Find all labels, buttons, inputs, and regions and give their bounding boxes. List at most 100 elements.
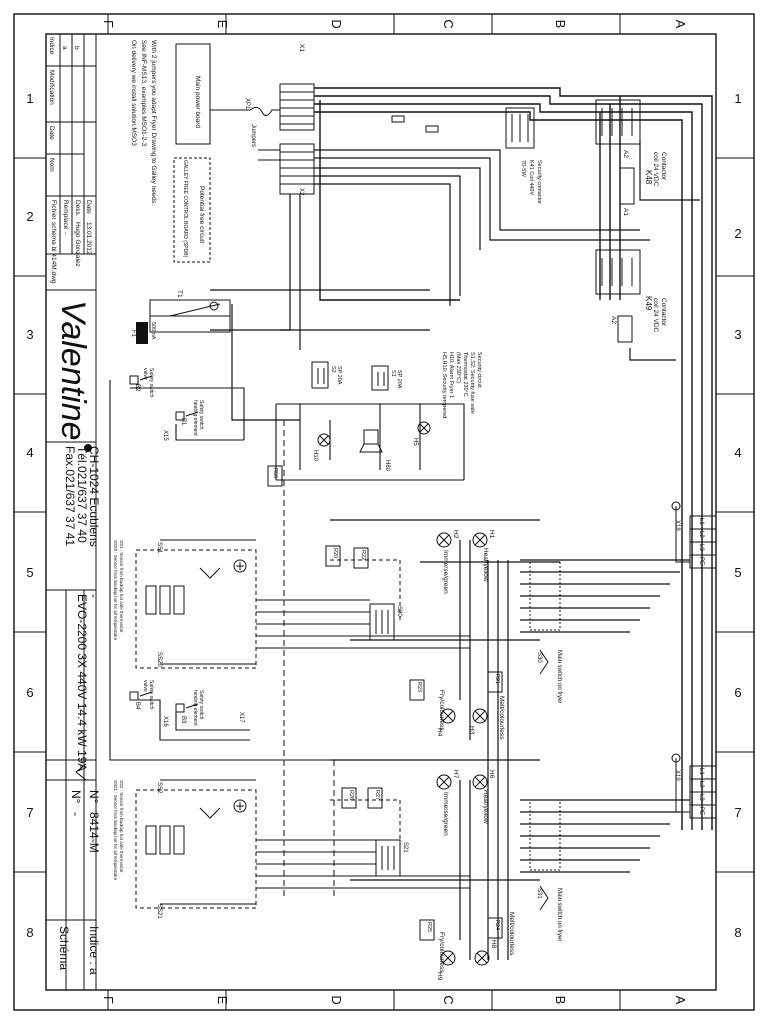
resistor-r25: [419, 919, 435, 941]
note-line-2: See INF-MS13, examples MSO1-2-3: [140, 40, 147, 147]
security-legend-2: S1,S2: Security fuse safe: [469, 352, 475, 414]
thermostat-s1: [371, 365, 389, 391]
safety-switch-1-line-1: Safety switch: [198, 400, 204, 430]
sensor-note-1-line-2: SS20 : Sensor from backup hot for all te…: [113, 540, 118, 641]
safety-switch-2-line-2: valve: [142, 368, 148, 380]
lamp-h7: [436, 774, 452, 790]
col-num-right-3: 3: [734, 327, 741, 342]
thermostat-s2: [311, 361, 329, 389]
col-num-right-6: 6: [734, 685, 741, 700]
col-num-right-1: 1: [734, 91, 741, 106]
row-letter-top-b: B: [553, 20, 568, 29]
resistor-r26-label: R26: [348, 790, 354, 800]
a2-label-k49: A2: [610, 316, 617, 324]
melt-1-label: Melt/colourless: [498, 696, 505, 740]
x18-label: X18: [674, 520, 680, 531]
security-legend-4: (Max 230°C): [455, 352, 461, 383]
connector-x15-label: X15: [162, 430, 168, 441]
outer-border: [13, 13, 755, 1011]
note-line-3: On delivery we install solution MSO3: [130, 40, 137, 146]
row-letter-top-d: D: [329, 19, 344, 28]
lamp-h1-label: H1: [488, 530, 495, 539]
contactor-k49-label-2: coil 24 VDC: [652, 298, 659, 333]
safety-switch-3-line-2: heating element: [192, 690, 198, 726]
resistor-r27: [367, 787, 383, 809]
fryer-2-heating-elements: [145, 799, 247, 855]
history-header-date: Date: [48, 126, 55, 140]
col-num-right-8: 8: [734, 925, 741, 940]
history-row-b: b: [73, 46, 80, 50]
model-dash: -: [87, 594, 101, 598]
col-num-left-8: 8: [26, 925, 33, 940]
lamp-h2-label: H2: [452, 530, 459, 539]
jumpers-label: Jumpers: [250, 124, 256, 147]
resistor-r25-label: R25: [426, 922, 432, 932]
thermostat-s20: [369, 603, 395, 641]
row-letter-top-e: E: [215, 20, 230, 29]
safety-loop-wiring: [109, 380, 340, 761]
terminal-x19: [671, 753, 717, 819]
main-switch-s30-label: Main switch on fryer: [556, 650, 562, 703]
lamp-h4: [440, 708, 456, 724]
dess-value: Hugo Gonzalez: [74, 222, 81, 267]
fryer-2-sensor-box: [135, 789, 401, 909]
col-num-right-2: 2: [734, 226, 741, 241]
col-num-left-2: 2: [26, 209, 33, 224]
lamp-h4-label: H4: [436, 728, 443, 737]
transformer-t1-label: T1: [176, 290, 183, 298]
col-num-right-4: 4: [734, 445, 741, 460]
security-contactor: [505, 107, 535, 149]
lamp-h9: [440, 950, 456, 966]
address-line-1: CH-1024 Ecublens: [87, 446, 101, 547]
thermostat-s2-rating: SP 20A: [336, 366, 342, 385]
contactor-k49-label-3: K49: [644, 296, 653, 311]
lamp-h6: [472, 774, 488, 790]
alarm-circuit: [275, 403, 465, 481]
col-num-left-6: 6: [26, 685, 33, 700]
immerse-green-1-label: Immerse/green: [442, 550, 449, 594]
x2-label: X2: [298, 188, 304, 196]
x18-l3: L3: [698, 544, 704, 551]
lamp-h7-label: H7: [452, 770, 459, 779]
safety-switch-b2: [129, 375, 153, 385]
x18-pe: PE: [698, 557, 704, 565]
contactor-k48: [595, 99, 641, 205]
col-num-left-1: 1: [26, 91, 33, 106]
number-value: 8414-M: [87, 812, 101, 853]
contactor-k48-label-1: Contactor: [660, 152, 667, 181]
melt-2-label: Melt/colourless: [508, 912, 515, 956]
note-line-1: With 2 jumpers you adapt Fryer Drawing t…: [150, 40, 157, 205]
main-switch-s31-label: Main switch on fryer: [556, 888, 562, 941]
date-value: 13.01.2012: [85, 222, 92, 255]
x19-l2: L2: [698, 781, 704, 788]
switch-b4-label: B4: [134, 702, 140, 710]
history-header-nom: Nom: [48, 158, 55, 172]
fichier-label: Fichier: [50, 200, 57, 220]
thermostat-s21-label: S21: [402, 842, 408, 853]
sensor-ss1-label: SS1: [156, 542, 162, 554]
switch-b3-label: B3: [180, 716, 186, 724]
fryer-1-heating-elements: [145, 559, 247, 615]
fuse-f2: [391, 115, 405, 123]
a2-label-k48: A2: [622, 150, 629, 158]
col-num-left-3: 3: [26, 327, 33, 342]
col-num-left-4: 4: [26, 445, 33, 460]
lamp-h8-label: H8: [490, 940, 497, 949]
resistor-r26: [341, 787, 357, 809]
fryer-1-sensor-wiring: [160, 539, 470, 665]
grid-ticks: [14, 14, 754, 1010]
fuse-f1-rating: 500mA: [150, 322, 156, 340]
sensor-note-2-line-2: SS21 : Sensor from backup hot for all te…: [113, 780, 118, 881]
x19-l1: L1: [698, 768, 704, 775]
main-power-board-label: Main power board: [194, 76, 201, 128]
number-label: N°: [87, 790, 101, 804]
security-legend-5: H10: Alarm Fryer 1: [448, 352, 454, 398]
lamp-h9-label: H9: [436, 972, 443, 981]
terminal-block-x2: [279, 143, 315, 195]
fryer-2-power-wiring: [330, 759, 690, 960]
sensor-ss21-label: SS21: [156, 904, 162, 919]
security-legend-1: Security circuit: [476, 352, 482, 388]
fuse-f1: [136, 322, 148, 344]
security-legend-6: H5,H10: Security tempered: [441, 352, 447, 418]
date-label: Date: [85, 200, 92, 214]
